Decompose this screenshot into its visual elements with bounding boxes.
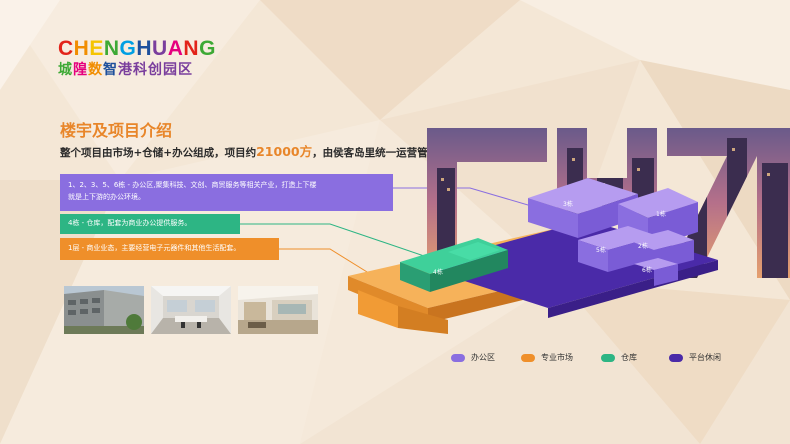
- building-label-5: 5栋: [596, 246, 606, 254]
- logo-letter: H: [73, 37, 90, 60]
- legend-item-market: 专业市场: [521, 352, 573, 363]
- logo-letter: N: [103, 37, 120, 60]
- logo-letter: C: [58, 37, 74, 60]
- logo-letter: 园: [163, 62, 178, 78]
- logo-letter: N: [183, 37, 200, 60]
- logo-letter: 数: [88, 62, 103, 78]
- logo-chinese-name: 城隍数智港科创园区: [58, 61, 216, 79]
- logo-letter: E: [89, 37, 104, 60]
- info-box-commercial-text: 1层 - 商业业态，主要经营电子元器件和其他生活配套。: [68, 244, 241, 252]
- info-box-commercial: 1层 - 商业业态，主要经营电子元器件和其他生活配套。: [60, 238, 279, 260]
- logo-letter: 城: [58, 62, 73, 78]
- logo-letter: G: [119, 37, 137, 60]
- section-title: 楼宇及项目介绍: [60, 121, 173, 140]
- logo-letter: H: [136, 37, 153, 60]
- info-box-office: 1、2、3、5、6栋 - 办公区,聚集科技、文创、商贸服务等相关产业，打造上下楼…: [60, 174, 393, 211]
- info-box-warehouse-text: 4栋 - 仓库，配套为商业办公提供服务。: [68, 219, 192, 227]
- building-label-2: 2栋: [638, 242, 648, 250]
- building-label-4: 4栋: [433, 268, 443, 276]
- building-label-1: 1栋: [656, 210, 666, 218]
- legend-label: 平台休闲: [689, 353, 721, 362]
- legend-item-office: 办公区: [451, 352, 495, 363]
- logo-letter: G: [199, 37, 216, 60]
- legend-swatch: [521, 353, 535, 362]
- legend-swatch: [601, 353, 615, 362]
- photo-office-interior: [151, 286, 231, 334]
- legend-swatch: [669, 353, 683, 362]
- building-label-3: 3栋: [563, 200, 573, 208]
- info-box-warehouse: 4栋 - 仓库，配套为商业办公提供服务。: [60, 214, 240, 234]
- legend-label: 仓库: [621, 353, 637, 362]
- subtitle-area-highlight: 21000方: [256, 144, 313, 159]
- logo-letter: 智: [103, 62, 118, 78]
- logo-letter: 区: [178, 62, 193, 78]
- info-box-office-line1: 1、2、3、5、6栋 - 办公区,聚集科技、文创、商贸服务等相关产业，打造上下楼: [68, 181, 317, 189]
- legend-item-warehouse: 仓库: [601, 352, 637, 363]
- subtitle-text-pre: 整个项目由市场+仓储+办公组成，项目约: [60, 147, 257, 159]
- photo-lounge-interior: [238, 286, 318, 334]
- legend-label: 办公区: [471, 353, 495, 362]
- legend-swatch: [451, 353, 465, 362]
- building-model: 4栋 3栋 1栋 5栋 2栋 6栋: [348, 178, 718, 334]
- subtitle-text-post: ，由侯客岛里统一运营管理。: [312, 147, 449, 159]
- info-box-office-line2: 就是上下游的办公环境。: [68, 192, 145, 201]
- section-subtitle: 整个项目由市场+仓储+办公组成，项目约21000方，由侯客岛里统一运营管理。: [60, 141, 449, 160]
- legend-item-platform: 平台休闲: [669, 352, 721, 363]
- logo-letter: 港: [118, 62, 133, 78]
- logo-english-name: CHENGHUANG: [58, 38, 216, 60]
- photo-building-exterior: [64, 286, 144, 334]
- building-label-6: 6栋: [642, 266, 652, 274]
- brand-logo: CHENGHUANG 城隍数智港科创园区: [58, 38, 216, 79]
- logo-letter: 创: [148, 62, 163, 78]
- legend-label: 专业市场: [541, 353, 573, 362]
- logo-letter: 科: [133, 62, 148, 78]
- logo-letter: A: [167, 37, 184, 60]
- logo-letter: 隍: [73, 62, 88, 78]
- logo-letter: U: [152, 37, 168, 60]
